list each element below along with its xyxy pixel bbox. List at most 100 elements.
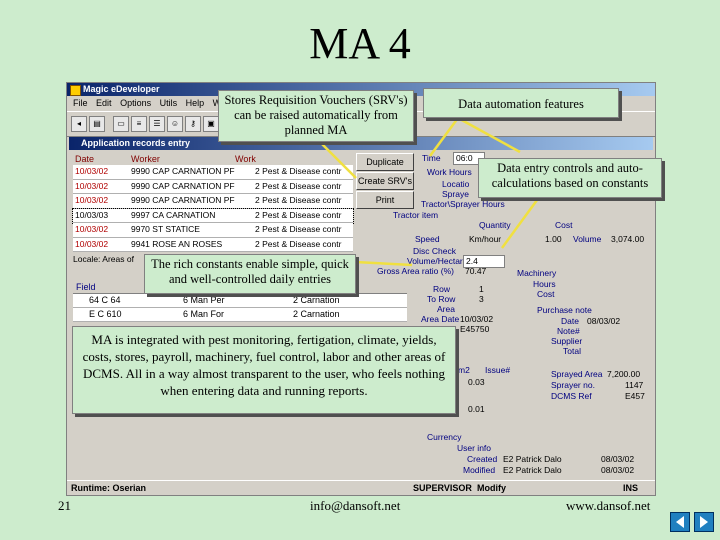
print-button[interactable]: Print (356, 191, 414, 209)
page-number: 21 (58, 498, 71, 513)
work-hours-label: Work Hours (427, 167, 472, 177)
volume-value: 3,074.00 (611, 234, 645, 244)
header-date[interactable]: Date (75, 154, 95, 164)
cost-label: Cost (555, 220, 573, 230)
sprayed-area-label: Sprayed Area (551, 369, 603, 379)
table-row[interactable]: 64 C 64 6 Man Per 2 Carnation (73, 294, 407, 308)
sprayer-no-value: 1147 (625, 380, 644, 390)
cell-sub: 2 Carnation (293, 295, 340, 305)
machinery-label: Machinery (517, 268, 557, 278)
cell-work: 2 Pest & Disease contr (255, 209, 342, 220)
automation-callout: Data automation features (423, 88, 619, 118)
cell-date: 10/03/02 (75, 180, 109, 191)
cell-worker: 9997 CA CARNATION (131, 209, 216, 220)
constants-callout: The rich constants enable simple, quick … (144, 254, 356, 294)
header-field[interactable]: Field (76, 282, 96, 292)
cell-work: 2 Pest & Disease contr (255, 180, 342, 191)
supplier-label: Supplier (551, 336, 583, 346)
entry-controls-callout: Data entry controls and auto-calculation… (478, 158, 662, 198)
grid-header: Date Worker Work (73, 153, 353, 165)
calendar-icon[interactable]: ▤ (89, 116, 105, 132)
app-icon (70, 85, 81, 96)
report-icon[interactable]: ≡ (131, 116, 147, 132)
lower-value-2: 0.01 (468, 404, 485, 414)
cell-date: 10/03/02 (75, 224, 109, 234)
purchase-date-value: 08/03/02 (587, 316, 621, 326)
user-info-title: User info (457, 443, 492, 453)
table-row-selected[interactable]: 10/03/03 9997 CA CARNATION 2 Pest & Diseas… (72, 207, 354, 224)
forward-arrow-icon (700, 516, 708, 528)
header-worker[interactable]: Worker (131, 154, 160, 164)
create-srv-button[interactable]: Create SRV's (356, 172, 414, 190)
cell-date: 10/03/03 (75, 209, 109, 220)
cell-field: 64 C 64 (89, 295, 121, 305)
footer-website[interactable]: www.dansof.net (566, 498, 651, 513)
cell-date: 10/03/02 (75, 195, 109, 205)
cell-sub: 2 Carnation (293, 309, 340, 319)
tool-icon[interactable]: ▣ (203, 116, 219, 132)
note-number-label: Note# (557, 326, 580, 336)
srv-callout: Stores Requisition Vouchers (SRV's) can … (218, 90, 414, 142)
table-row[interactable]: 10/03/02 9990 CAP CARNATION PF 2 Pest & Di… (73, 179, 353, 194)
created-date: 08/03/02 (601, 454, 635, 464)
quantity-label: Quantity (479, 220, 511, 230)
gross-area-ratio-value: 70.47 (465, 266, 487, 276)
duplicate-button[interactable]: Duplicate (356, 153, 414, 171)
cell-worker: 9941 ROSE AN ROSES (131, 238, 223, 249)
nav-back-button[interactable] (670, 512, 690, 532)
menu-options[interactable]: Options (120, 98, 152, 108)
row-label: Row (433, 284, 451, 294)
menu-utils[interactable]: Utils (159, 98, 178, 108)
created-user: E2 Patrick Dalo (503, 454, 562, 464)
speed-unit: Km/hour (469, 234, 502, 244)
list-icon[interactable]: ☰ (149, 116, 165, 132)
location-label: Locatio (442, 179, 470, 189)
dcms-ref-label: DCMS Ref (551, 391, 592, 401)
modified-label: Modified (463, 465, 496, 475)
status-bar: Runtime: Oserian SUPERVISOR Modify INS (67, 480, 655, 495)
back-arrow-icon (676, 516, 684, 528)
sprayer-label: Spraye (442, 189, 469, 199)
footer-email[interactable]: info@dansoft.net (310, 498, 401, 513)
modified-user: E2 Patrick Dalo (503, 465, 562, 475)
purchase-note-title: Purchase note (537, 305, 592, 315)
key-icon[interactable]: ⚷ (185, 116, 201, 132)
menu-help[interactable]: Help (185, 98, 205, 108)
disc-check-label: Disc Check (413, 246, 456, 256)
cell-mix: 6 Man Per (183, 295, 225, 305)
gross-area-ratio-label: Gross Area ratio (%) (377, 266, 454, 276)
tractor-sprayer-hours-label: Tractor\Sprayer Hours (421, 199, 505, 209)
status-user: SUPERVISOR (413, 483, 472, 493)
menu-file[interactable]: File (73, 98, 88, 108)
tractor-item-label: Tractor item (393, 210, 439, 220)
cell-worker: 9970 ST STATICE (131, 224, 200, 234)
purchase-date-label: Date (561, 316, 579, 326)
dcms-ref-value: E457 (625, 391, 645, 401)
users-icon[interactable]: ☺ (167, 116, 183, 132)
area-label: Area (437, 304, 455, 314)
document-icon[interactable]: ▭ (113, 116, 129, 132)
cell-mix: 6 Man For (183, 309, 225, 319)
m2-label: m2 (458, 365, 470, 375)
cell-worker: 9990 CAP CARNATION PF (131, 180, 235, 191)
cell-date: 10/03/02 (75, 166, 109, 176)
nav-forward-button[interactable] (694, 512, 714, 532)
hours-label: Hours (533, 279, 556, 289)
machinery-cost-label: Cost (537, 289, 555, 299)
volume-hectare-field[interactable]: 2.4 (463, 255, 505, 268)
code-value: E45750 (460, 324, 490, 334)
sprayer-no-label: Sprayer no. (551, 380, 595, 390)
header-work[interactable]: Work (235, 154, 256, 164)
volume-hectare-label: Volume/Hectare (407, 256, 468, 266)
created-label: Created (467, 454, 498, 464)
lower-value-1: 0.03 (468, 377, 485, 387)
nav-back-icon[interactable]: ◂ (71, 116, 87, 132)
menu-edit[interactable]: Edit (96, 98, 112, 108)
to-row-label: To Row (427, 294, 456, 304)
speed-value: 1.00 (545, 234, 562, 244)
